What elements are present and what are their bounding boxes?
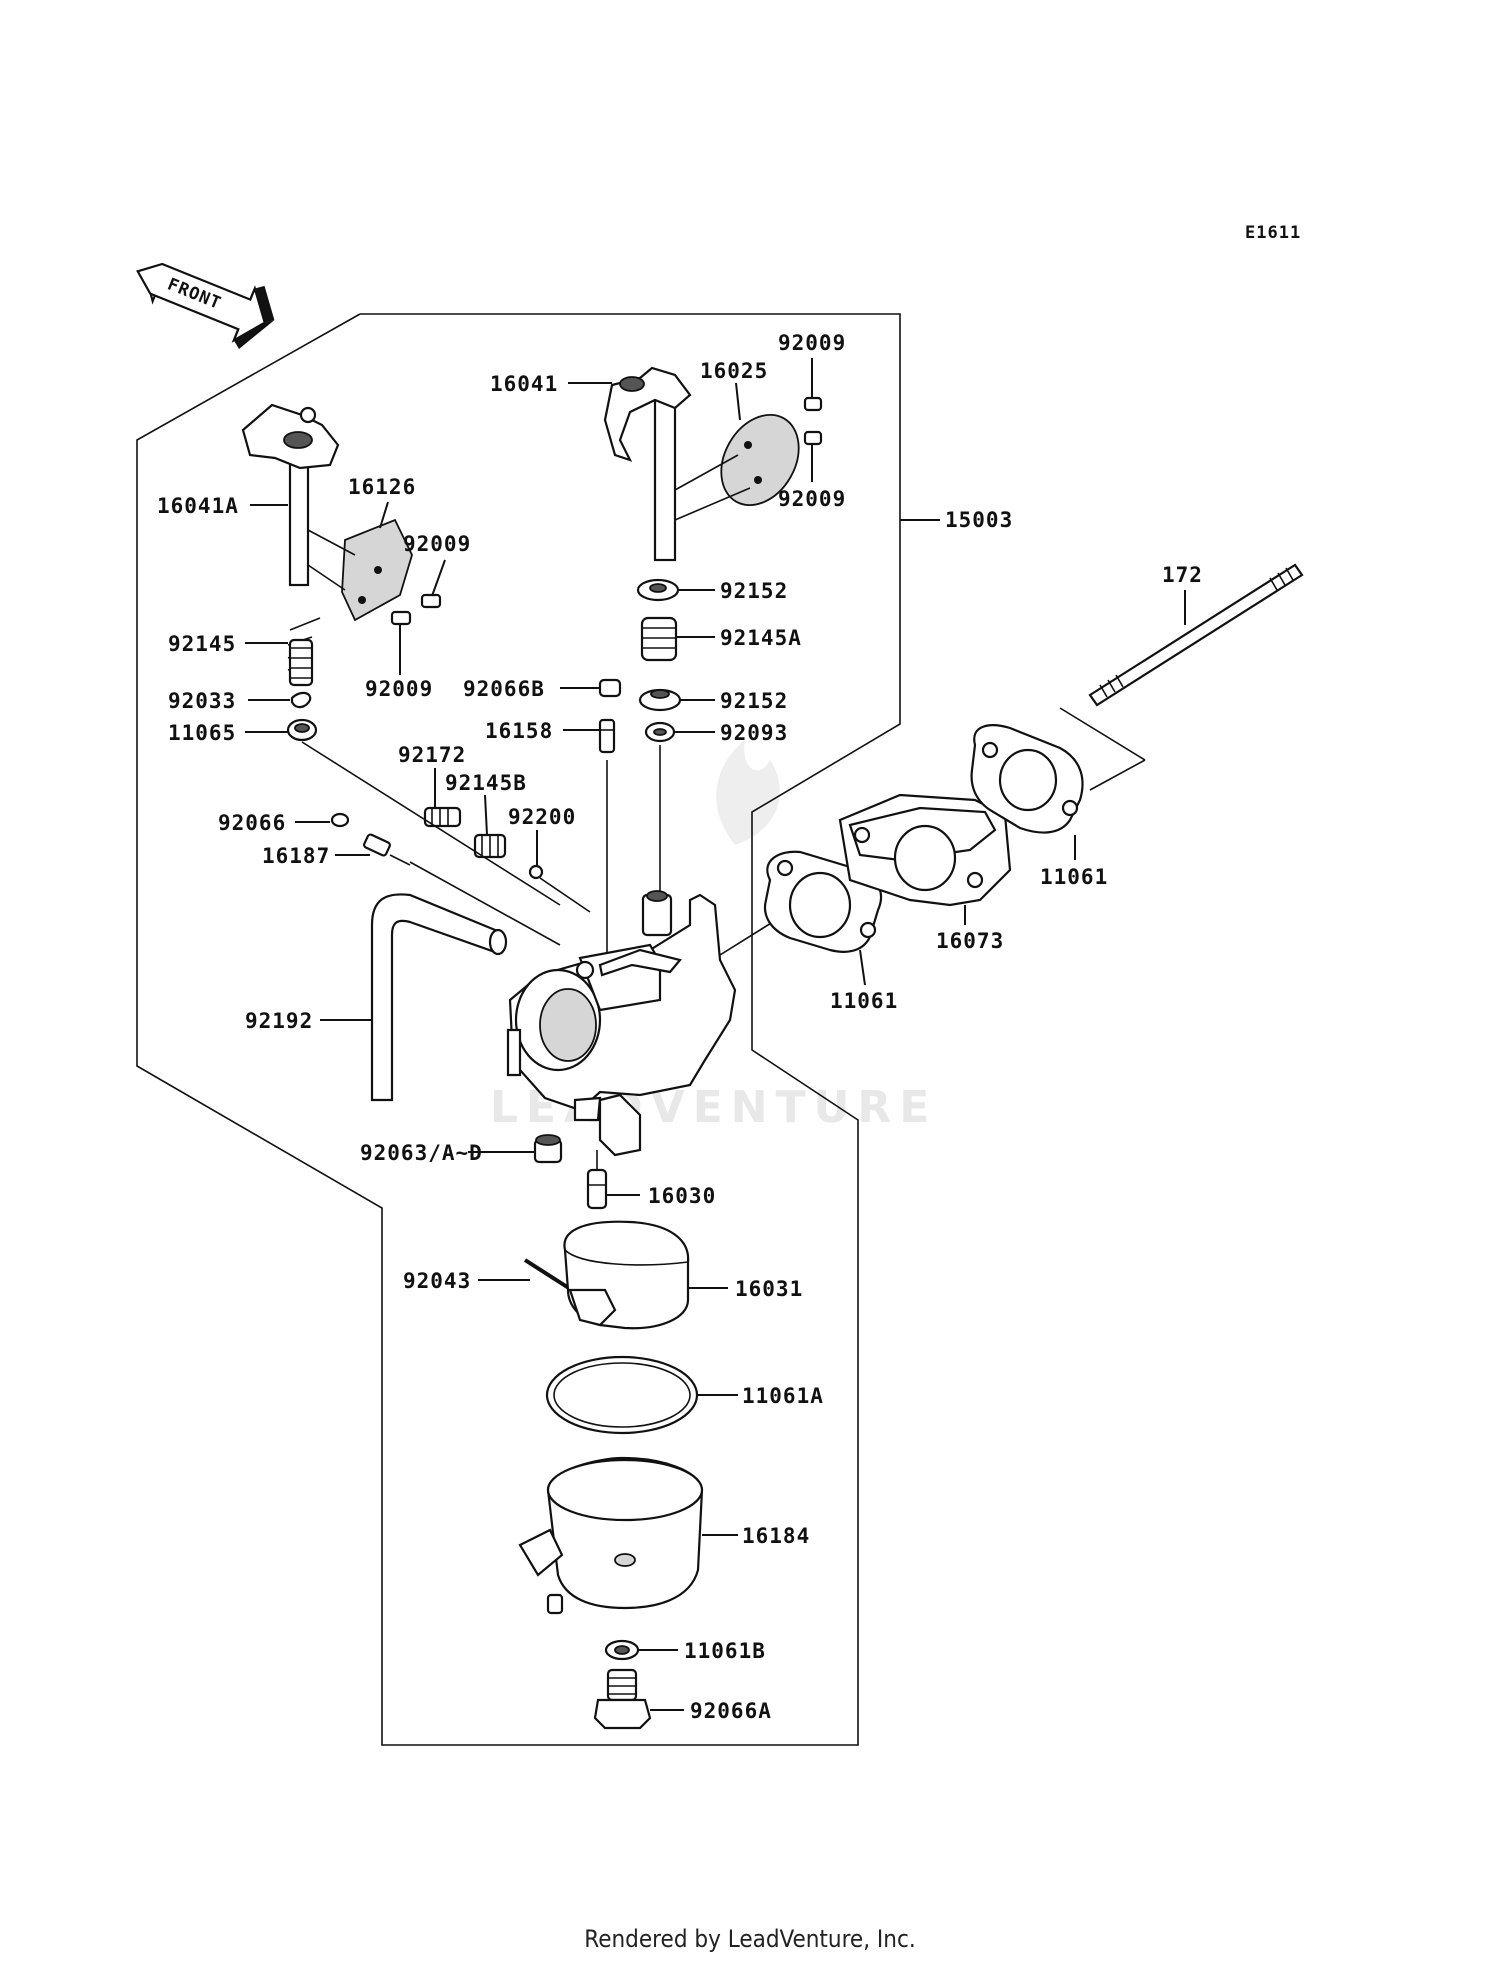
label-92145B: 92145B: [445, 771, 527, 795]
label-16041: 16041: [490, 372, 558, 396]
label-92063: 92063/A~D: [360, 1141, 483, 1165]
label-92152-bottom: 92152: [720, 689, 788, 713]
jet-16158: [598, 718, 616, 754]
label-92066B: 92066B: [463, 677, 545, 701]
drain-screw-92063: [533, 1134, 563, 1164]
label-172: 172: [1162, 563, 1203, 587]
watermark: LEADVENTURE: [490, 740, 929, 1133]
choke-shaft-16041A: [241, 403, 340, 587]
label-92200: 92200: [508, 805, 576, 829]
label-92152-top: 92152: [720, 579, 788, 603]
label-11061B: 11061B: [684, 1639, 766, 1663]
bolt-92066A: [593, 1668, 652, 1730]
label-leaders: [245, 358, 1186, 1711]
o-ring-92200: [528, 864, 544, 880]
o-ring-11061A: [545, 1355, 699, 1435]
label-92033: 92033: [168, 689, 236, 713]
label-11065: 11065: [168, 721, 236, 745]
label-92066A: 92066A: [690, 1699, 772, 1723]
label-16041A: 16041A: [157, 494, 239, 518]
diagram-code: E1611: [1245, 223, 1301, 243]
label-11061-outer: 11061: [1040, 865, 1108, 889]
label-16187: 16187: [262, 844, 330, 868]
seal-92093: [644, 721, 676, 743]
washer-11061B: [604, 1639, 640, 1661]
collar-92152-bottom: [638, 688, 682, 712]
choke-plate-16126: [307, 518, 413, 622]
label-92009-top: 92009: [778, 331, 846, 355]
label-16184: 16184: [742, 1524, 810, 1548]
screw-92066B: [598, 678, 622, 698]
label-92145: 92145: [168, 632, 236, 656]
label-92009-left-upper: 92009: [403, 532, 471, 556]
float-valve-16030: [586, 1150, 608, 1210]
throttle-plate-16025: [674, 413, 800, 521]
label-92093: 92093: [720, 721, 788, 745]
label-92066: 92066: [218, 811, 286, 835]
fuel-hose-92192: [370, 893, 508, 1102]
label-92009-right: 92009: [778, 487, 846, 511]
label-16126: 16126: [348, 475, 416, 499]
label-11061A: 11061A: [742, 1384, 824, 1408]
label-92043: 92043: [403, 1269, 471, 1293]
spring-92145B: [473, 833, 507, 859]
throttle-shaft-16041: [603, 366, 692, 562]
carburetor-body-15003: [506, 890, 737, 1157]
label-16030: 16030: [648, 1184, 716, 1208]
label-92009-left-lower: 92009: [365, 677, 433, 701]
clip-92033: [290, 691, 312, 709]
o-ring-92066: [330, 812, 350, 828]
label-92172: 92172: [398, 743, 466, 767]
front-arrow-icon: FRONT: [136, 262, 275, 349]
screw-92172: [423, 806, 462, 828]
render-credit: Rendered by LeadVenture, Inc.: [584, 1925, 916, 1953]
label-16073: 16073: [936, 929, 1004, 953]
float-bowl-16184: [518, 1456, 704, 1615]
label-16158: 16158: [485, 719, 553, 743]
screws-92009-left: [390, 593, 442, 626]
label-11061-inner: 11061: [830, 989, 898, 1013]
needle-16187: [363, 833, 411, 866]
assembly-frame: [136, 313, 901, 1746]
label-16031: 16031: [735, 1277, 803, 1301]
label-16025: 16025: [700, 359, 768, 383]
label-92145A: 92145A: [720, 626, 802, 650]
insulator-16073: [838, 793, 1012, 907]
spring-92145: [287, 617, 321, 687]
float-16031: [563, 1220, 690, 1330]
label-15003: 15003: [945, 508, 1013, 532]
part-labels: 16041 16025 92009 92009 16041A 16126 920…: [157, 331, 1203, 1723]
spring-92145A: [640, 616, 678, 662]
seal-11065: [286, 718, 318, 742]
gasket-11061-outer: [970, 724, 1084, 834]
collar-92152-top: [636, 578, 680, 602]
stud-bolt-172: [1088, 563, 1304, 707]
label-92192: 92192: [245, 1009, 313, 1033]
screws-92009-right: [803, 396, 823, 446]
